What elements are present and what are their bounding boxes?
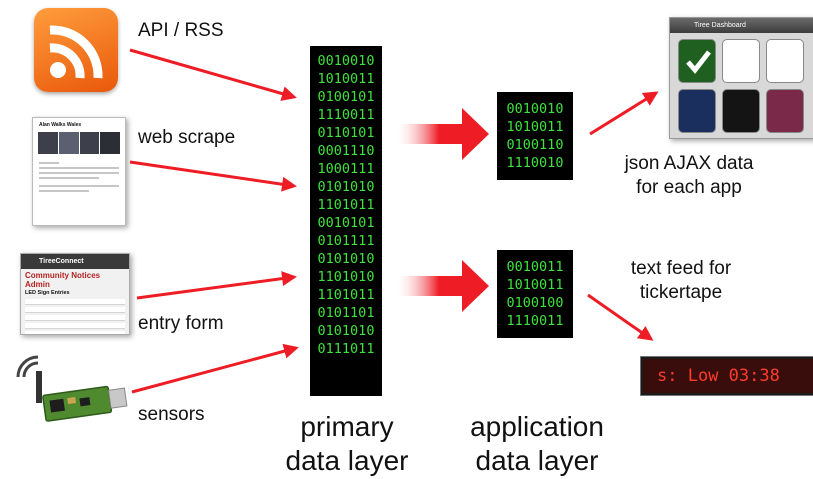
check-icon [686, 50, 711, 74]
arrow-form-to-primary [136, 271, 297, 300]
arrow-scrape-to-primary [129, 160, 297, 192]
primary-label-line2: data layer [285, 445, 409, 476]
binary-row: 0100100 [506, 295, 564, 311]
dashboard-tile [678, 89, 716, 133]
ticker-text: s: Low 03:38 [657, 366, 780, 386]
tickertape-display: s: Low 03:38 [641, 357, 813, 395]
dashboard-header: Tiree Dashboard [670, 18, 813, 33]
form-subtitle: LED Sign Entries [25, 290, 70, 296]
big-arrow-to-text-layer [398, 260, 489, 312]
app-label-line2: data layer [475, 445, 599, 476]
dashboard-tile [722, 39, 760, 83]
binary-row: 0101010 [317, 251, 375, 267]
dashboard-tile [766, 39, 804, 83]
application-layer-label: application data layer [448, 410, 626, 478]
admin-form-thumbnail: TireeConnect Community Notices Admin LED… [20, 253, 130, 335]
web-page-photos [38, 132, 120, 154]
binary-row: 0100101 [317, 89, 375, 105]
binary-row: 0001110 [317, 143, 375, 159]
label-api-rss: API / RSS [138, 20, 224, 41]
binary-row: 0101111 [317, 233, 375, 249]
label-entry-form: entry form [138, 313, 224, 334]
text-label-line1: text feed for [630, 258, 732, 279]
text-feed-label: text feed for tickertape [606, 257, 756, 305]
json-output-label: json AJAX data for each app [604, 152, 774, 200]
usb-sensor-icon [16, 355, 128, 422]
primary-data-layer-block: 0010010 1010011 0100101 1110011 0110101 00011… [310, 46, 382, 396]
rss-icon [34, 8, 118, 92]
json-label-line1: json AJAX data [624, 153, 754, 174]
binary-row: 1101011 [317, 197, 375, 213]
label-sensors: sensors [138, 404, 205, 425]
binary-row: 1110011 [506, 313, 564, 329]
app-layer-text-block: 0010011 1010011 0100100 1110011 [497, 250, 573, 338]
binary-row: 1101010 [317, 269, 375, 285]
label-web-scrape: web scrape [138, 127, 236, 148]
dashboard-tile [766, 89, 804, 133]
app-label-line1: application [470, 411, 604, 442]
binary-row: 0101010 [317, 323, 375, 339]
primary-layer-label: primary data layer [262, 410, 432, 478]
dashboard-thumbnail: Tiree Dashboard [669, 17, 813, 139]
binary-row: 0101010 [317, 179, 375, 195]
binary-row: 0111011 [317, 341, 375, 357]
binary-row: 1000111 [317, 161, 375, 177]
binary-row: 1110011 [317, 107, 375, 123]
binary-row: 1010011 [317, 71, 375, 87]
big-arrow-to-json-layer [398, 108, 489, 160]
binary-row: 1010011 [506, 119, 564, 135]
form-header: TireeConnect [21, 254, 129, 269]
binary-row: 0010010 [317, 53, 375, 69]
arrow-api-to-primary [129, 48, 297, 101]
binary-row: 0101101 [317, 305, 375, 321]
arrow-text-to-ticker [587, 293, 654, 341]
web-page-title: Alan Walks Wales [39, 122, 82, 128]
binary-row: 0010101 [317, 215, 375, 231]
binary-row: 0110101 [317, 125, 375, 141]
primary-label-line1: primary [300, 411, 394, 442]
dashboard-tile [678, 39, 716, 83]
binary-row: 0010011 [506, 259, 564, 275]
binary-row: 1101011 [317, 287, 375, 303]
form-title: Community Notices Admin [25, 271, 101, 289]
dashboard-tile [722, 89, 760, 133]
json-label-line2: for each app [636, 177, 742, 198]
binary-row: 1010011 [506, 277, 564, 293]
binary-row: 1110010 [506, 155, 564, 171]
arrow-sensors-to-primary [131, 343, 299, 394]
text-label-line2: tickertape [639, 282, 723, 303]
binary-row: 0100110 [506, 137, 564, 153]
web-page-thumbnail: Alan Walks Wales [32, 117, 126, 226]
app-layer-json-block: 0010010 1010011 0100110 1110010 [497, 92, 573, 180]
binary-row: 0010010 [506, 101, 564, 117]
arrow-json-to-dashboard [589, 91, 659, 136]
